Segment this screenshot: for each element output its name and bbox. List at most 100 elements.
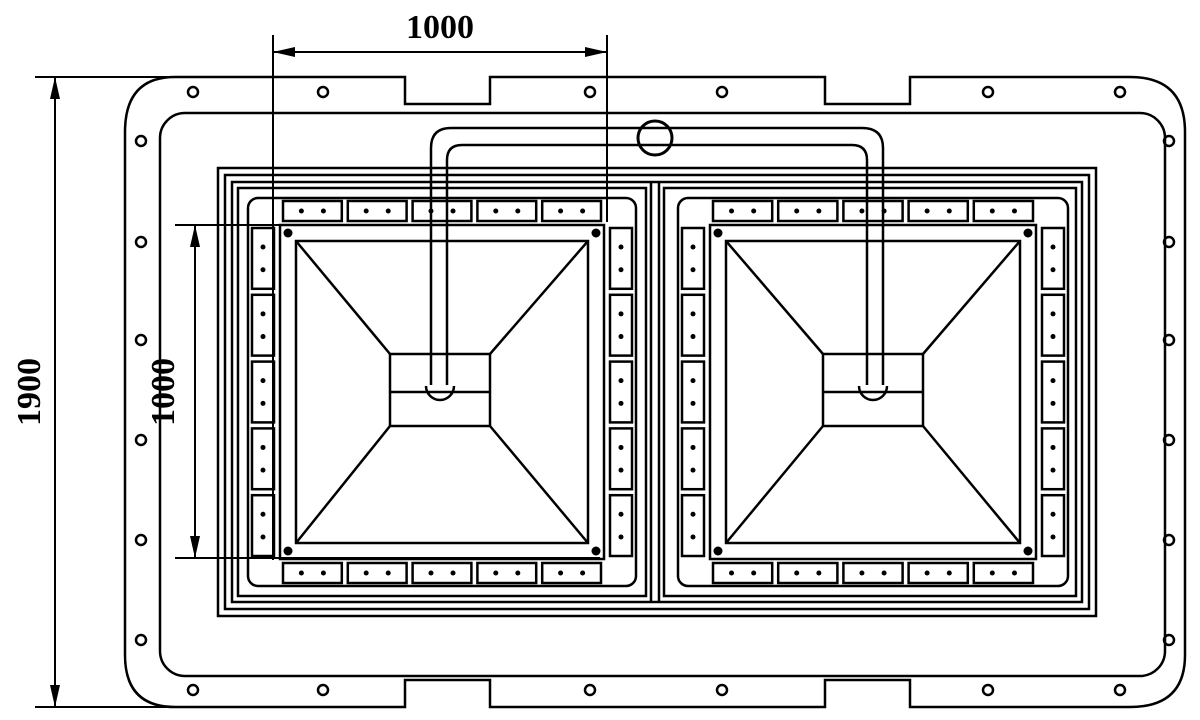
bolt-dot xyxy=(320,570,326,576)
corner-bolt xyxy=(1023,546,1033,556)
bolt-dot xyxy=(558,208,564,214)
bolt-dot xyxy=(385,570,391,576)
inner-flange xyxy=(158,111,1167,678)
bolt-block xyxy=(346,199,408,223)
bolt-dot xyxy=(690,444,696,450)
bolt-dot xyxy=(260,311,266,317)
bolt-dot xyxy=(450,208,456,214)
bolt-dot xyxy=(363,570,369,576)
bolt-dot xyxy=(881,208,887,214)
bolt-block xyxy=(250,360,276,424)
bolt-block xyxy=(608,427,634,491)
bolt-dot xyxy=(618,311,624,317)
bolt-dot xyxy=(690,400,696,406)
bolt-dot xyxy=(558,570,564,576)
bolt-block xyxy=(250,293,276,357)
bolt-block xyxy=(250,427,276,491)
bolt-dot xyxy=(1050,378,1056,384)
bolt-block xyxy=(250,493,276,558)
flange-bolt-hole xyxy=(715,85,729,99)
flange-bolt-hole xyxy=(134,533,148,547)
bolt-dot xyxy=(260,444,266,450)
bolt-dot xyxy=(260,534,266,540)
diagonal-strut xyxy=(922,240,1021,355)
bolt-dot xyxy=(751,208,757,214)
bolt-block xyxy=(540,561,603,585)
bolt-dot xyxy=(989,208,995,214)
bolt-block xyxy=(907,561,970,585)
bolt-dot xyxy=(260,467,266,473)
flange-bolt-hole xyxy=(134,235,148,249)
bolt-dot xyxy=(690,534,696,540)
flange-bolt-hole xyxy=(134,333,148,347)
dynamic-layer xyxy=(134,85,1176,697)
bolt-dot xyxy=(1050,444,1056,450)
pipe-feed-hole xyxy=(424,385,456,402)
bolt-dot xyxy=(450,570,456,576)
diagonal-strut xyxy=(489,425,589,544)
electrode-plate xyxy=(724,239,1022,545)
bolt-dot xyxy=(1050,400,1056,406)
flange-bolt-hole xyxy=(583,683,597,697)
holder-inner-border xyxy=(278,223,606,561)
bolt-dot xyxy=(751,570,757,576)
bolt-dot xyxy=(690,511,696,517)
bolt-block xyxy=(1040,293,1066,357)
diagonal-strut xyxy=(922,425,1021,544)
flange-bolt-hole xyxy=(186,683,200,697)
bolt-dot xyxy=(1050,534,1056,540)
chamber-frame-inner xyxy=(230,180,1084,604)
bolt-dot xyxy=(690,334,696,340)
bolt-dot xyxy=(580,570,586,576)
flange-bolt-hole xyxy=(316,683,330,697)
bolt-block xyxy=(411,561,473,585)
bolt-dot xyxy=(1050,467,1056,473)
dim-label-overall-height: 1900 xyxy=(11,358,48,426)
flange-bolt-hole xyxy=(715,683,729,697)
bolt-dot xyxy=(1011,570,1017,576)
bolt-dot xyxy=(618,511,624,517)
outer-flange xyxy=(123,75,1187,709)
flange-bolt-hole xyxy=(1162,134,1176,148)
bolt-dot xyxy=(859,570,865,576)
bolt-block xyxy=(972,561,1035,585)
corner-bolt xyxy=(283,546,293,556)
center-hub xyxy=(388,352,492,428)
bolt-dot xyxy=(260,334,266,340)
bolt-dot xyxy=(1050,511,1056,517)
bolt-dot xyxy=(493,208,499,214)
flange-bolt-hole xyxy=(1113,85,1127,99)
bolt-dot xyxy=(428,208,434,214)
bolt-dot xyxy=(690,311,696,317)
bolt-dot xyxy=(881,570,887,576)
arrow-chamber-top xyxy=(190,225,200,247)
bolt-dot xyxy=(260,511,266,517)
bolt-dot xyxy=(493,570,499,576)
flange-bolt-hole xyxy=(583,85,597,99)
bolt-dot xyxy=(618,444,624,450)
bolt-block xyxy=(476,199,538,223)
bolt-dot xyxy=(260,400,266,406)
bolt-dot xyxy=(989,570,995,576)
diagonal-strut xyxy=(295,425,391,544)
bolt-dot xyxy=(260,244,266,250)
bolt-dot xyxy=(924,570,930,576)
gas-pipe-inner xyxy=(445,143,869,385)
corner-bolt xyxy=(713,546,723,556)
bolt-dot xyxy=(618,267,624,273)
bolt-block xyxy=(711,199,774,223)
bolt-dot xyxy=(320,208,326,214)
arrow-chamber-bottom xyxy=(190,536,200,558)
bolt-block xyxy=(281,561,344,585)
right-chamber-boundary xyxy=(662,186,1078,598)
bolt-block xyxy=(250,226,276,291)
bolt-block xyxy=(711,561,774,585)
bolt-dot xyxy=(1050,334,1056,340)
diagonal-strut xyxy=(295,240,391,355)
bolt-dot xyxy=(1050,267,1056,273)
bolt-block xyxy=(680,360,706,424)
bolt-dot xyxy=(618,334,624,340)
corner-bolt xyxy=(591,546,601,556)
bolt-block xyxy=(842,199,904,223)
